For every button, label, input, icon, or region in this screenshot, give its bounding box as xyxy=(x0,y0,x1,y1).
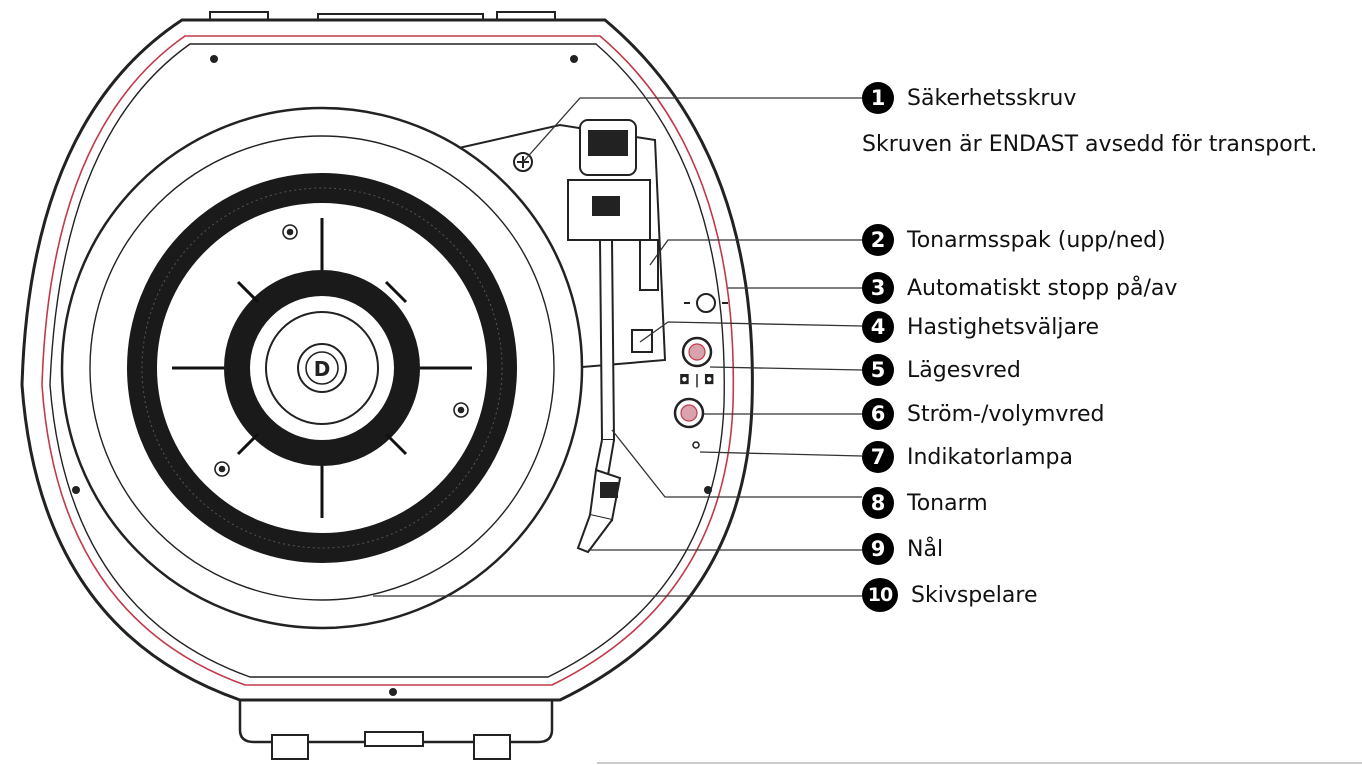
callout-number: 7 xyxy=(862,441,894,473)
foot-right xyxy=(473,734,511,760)
callout-label: Indikatorlampa xyxy=(907,444,1073,470)
pivot-grip xyxy=(592,196,620,216)
callout-number: 2 xyxy=(862,224,894,256)
platter-screws xyxy=(214,224,469,477)
callout-label: Nål xyxy=(907,536,944,562)
svg-text:◘ | ◘: ◘ | ◘ xyxy=(679,373,715,388)
callout-number: 9 xyxy=(862,533,894,565)
callout-label: Säkerhetsskruv xyxy=(907,85,1077,111)
case-screw xyxy=(570,55,578,63)
callout-number: 5 xyxy=(862,354,894,386)
callout-label: Ström-/volymvred xyxy=(907,401,1105,427)
case-inner-line xyxy=(49,43,725,678)
callout-label: Hastighetsväljare xyxy=(907,314,1100,340)
bottom-latch xyxy=(364,731,424,747)
callout-7: 7 Indikatorlampa xyxy=(862,440,1073,474)
callout-1: 1 Säkerhetsskruv xyxy=(862,81,1076,115)
callout-label: Automatiskt stopp på/av xyxy=(907,275,1178,301)
case-screw xyxy=(389,688,397,696)
callout-number: 6 xyxy=(862,398,894,430)
callout-label: Lägesvred xyxy=(907,357,1021,383)
counterweight-grip xyxy=(588,130,628,156)
case-screw xyxy=(210,55,218,63)
callout-2: 2 Tonarmsspak (upp/ned) xyxy=(862,223,1166,257)
platter-mat-texture xyxy=(141,187,503,549)
callout-6: 6 Ström-/volymvred xyxy=(862,397,1105,431)
callout-label: Tonarmsspak (upp/ned) xyxy=(907,227,1166,253)
case-screw xyxy=(72,486,80,494)
callout-number: 4 xyxy=(862,311,894,343)
callout-number: 10 xyxy=(862,578,898,612)
leader-lines xyxy=(373,97,863,597)
tonearm-lever xyxy=(639,239,659,291)
callout-number: 1 xyxy=(862,82,894,114)
callout-10: 10 Skivspelare xyxy=(862,578,1038,612)
transport-note: Skruven är ENDAST avsedd för transport. xyxy=(862,132,1318,157)
callout-3: 3 Automatiskt stopp på/av xyxy=(862,271,1177,305)
case-screw xyxy=(704,486,712,494)
callout-8: 8 Tonarm xyxy=(862,486,988,520)
indicator-light xyxy=(692,441,700,449)
platter-spokes xyxy=(172,218,472,518)
callout-number: 8 xyxy=(862,487,894,519)
callout-4: 4 Hastighetsväljare xyxy=(862,310,1099,344)
callout-label: Tonarm xyxy=(907,490,988,516)
cartridge xyxy=(600,482,618,498)
case-inner-ring xyxy=(41,35,735,686)
spindle: D xyxy=(314,357,331,381)
callout-label: Skivspelare xyxy=(911,582,1038,608)
spindle-ring-inner xyxy=(305,351,339,385)
callout-5: 5 Lägesvred xyxy=(862,353,1021,387)
callout-9: 9 Nål xyxy=(862,532,943,566)
auto-stop-switch xyxy=(696,293,716,313)
foot-left xyxy=(271,734,309,760)
needle xyxy=(576,514,613,554)
callout-number: 3 xyxy=(862,272,894,304)
